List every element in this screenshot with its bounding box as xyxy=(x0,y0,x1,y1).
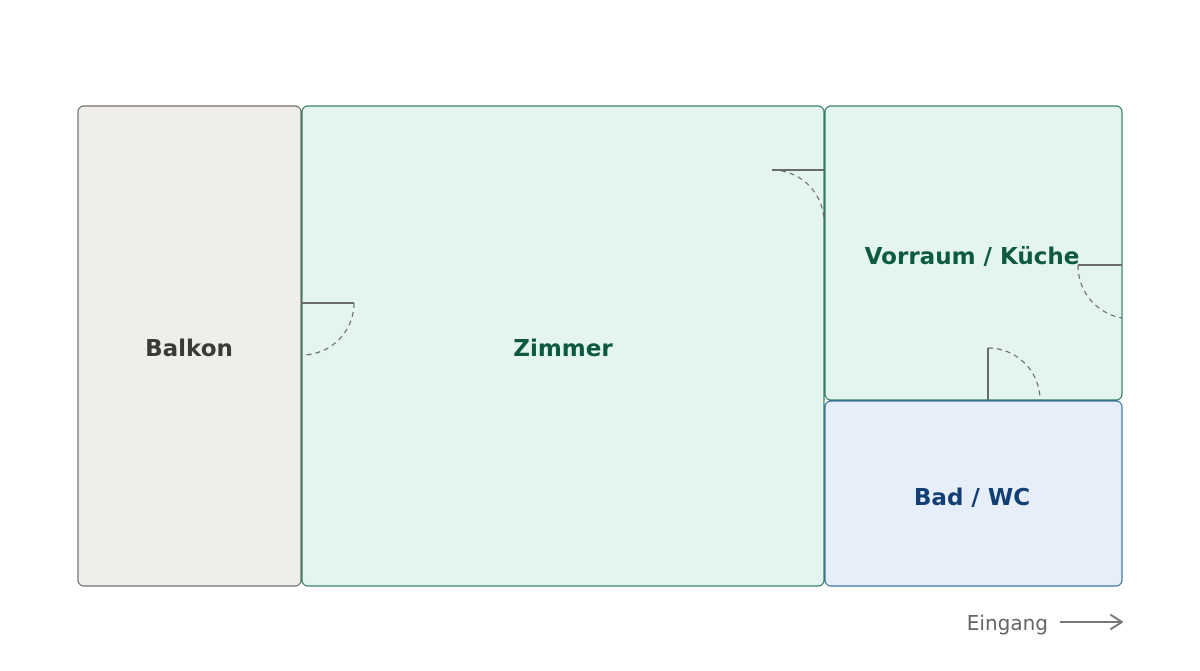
door-entrance xyxy=(1077,264,1123,319)
label-bad-wc: Bad / WC xyxy=(914,485,1030,511)
room-bad-wc xyxy=(824,400,1123,587)
label-balkon: Balkon xyxy=(145,336,233,362)
door-vorraum-bad xyxy=(987,347,1041,401)
room-vorraum-kueche xyxy=(824,105,1123,401)
door-balkon-zimmer xyxy=(301,302,355,356)
label-vorraum-kueche: Vorraum / Küche xyxy=(865,244,1080,270)
entrance-label: Eingang xyxy=(967,611,1048,635)
label-zimmer: Zimmer xyxy=(513,336,613,362)
room-zimmer xyxy=(301,105,825,587)
entrance-arrow-icon xyxy=(1060,614,1123,630)
door-zimmer-vorraum xyxy=(771,169,825,223)
room-balkon xyxy=(77,105,302,587)
